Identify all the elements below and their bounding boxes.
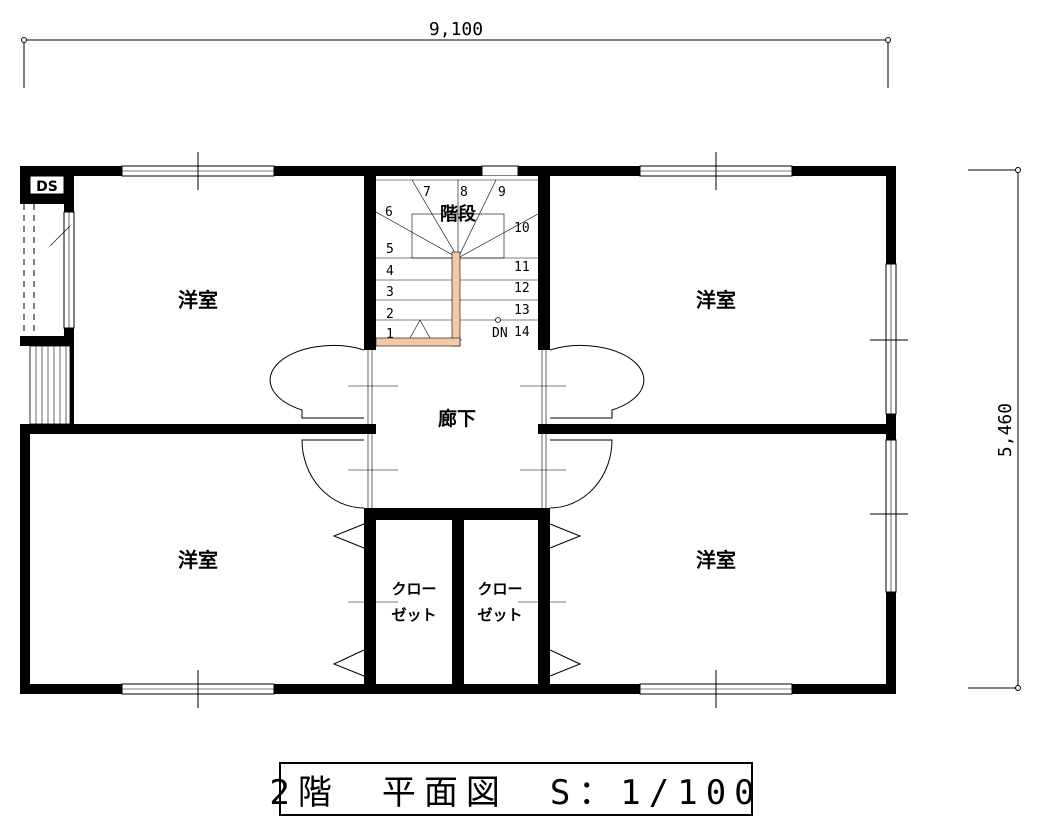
stair-step-9: 9 <box>498 185 506 200</box>
room-label-northeast: 洋室 <box>696 288 736 312</box>
drawing-title: 2階 平面図 S：1/100 <box>269 762 755 816</box>
stair-step-12: 12 <box>514 281 530 296</box>
stairs-label: 階段 <box>440 203 477 225</box>
hall-label: 廊下 <box>438 407 476 430</box>
stair-step-4: 4 <box>386 264 394 279</box>
interior-walls <box>20 166 896 694</box>
closet-doors <box>332 520 582 684</box>
windows <box>63 152 908 708</box>
stair-direction-label: DN <box>492 326 508 341</box>
closet-right-label-line2: ゼット <box>477 606 522 624</box>
stair-step-5: 5 <box>386 242 394 257</box>
depth-dimension: 5,460 <box>968 167 1021 691</box>
stair-step-14: 14 <box>514 325 530 340</box>
width-dimension: 9,100 <box>21 19 891 88</box>
stair-step-1: 1 <box>386 327 394 342</box>
stair-step-13: 13 <box>514 303 530 318</box>
duct-label: DS <box>36 179 58 195</box>
stair-step-7: 7 <box>423 185 431 200</box>
closet-right-label-line1: クロー <box>477 580 522 598</box>
balcony-grating <box>29 345 71 425</box>
stair-step-10: 10 <box>514 221 530 236</box>
room-label-northwest: 洋室 <box>178 288 218 312</box>
stair-step-8: 8 <box>460 185 468 200</box>
closet-left-label-line1: クロー <box>391 580 436 598</box>
hall-doors <box>269 345 645 509</box>
room-label-southwest: 洋室 <box>178 548 218 572</box>
stair-step-2: 2 <box>386 307 394 322</box>
depth-dimension-label: 5,460 <box>995 403 1016 457</box>
stair-step-6: 6 <box>385 205 393 220</box>
stair-step-11: 11 <box>514 260 530 275</box>
duct-space: DS <box>23 175 71 336</box>
floor-plan: 9,100 5,460 <box>20 19 1021 708</box>
closet-left-label-line2: ゼット <box>391 606 436 624</box>
stairs: 階段 1 2 3 4 5 6 7 8 9 10 11 12 13 14 DN <box>375 176 539 350</box>
stair-step-3: 3 <box>386 285 394 300</box>
width-dimension-label: 9,100 <box>429 19 483 40</box>
drawing-title-text: 2階 平面図 S：1/100 <box>269 772 763 813</box>
room-label-southeast: 洋室 <box>696 548 736 572</box>
